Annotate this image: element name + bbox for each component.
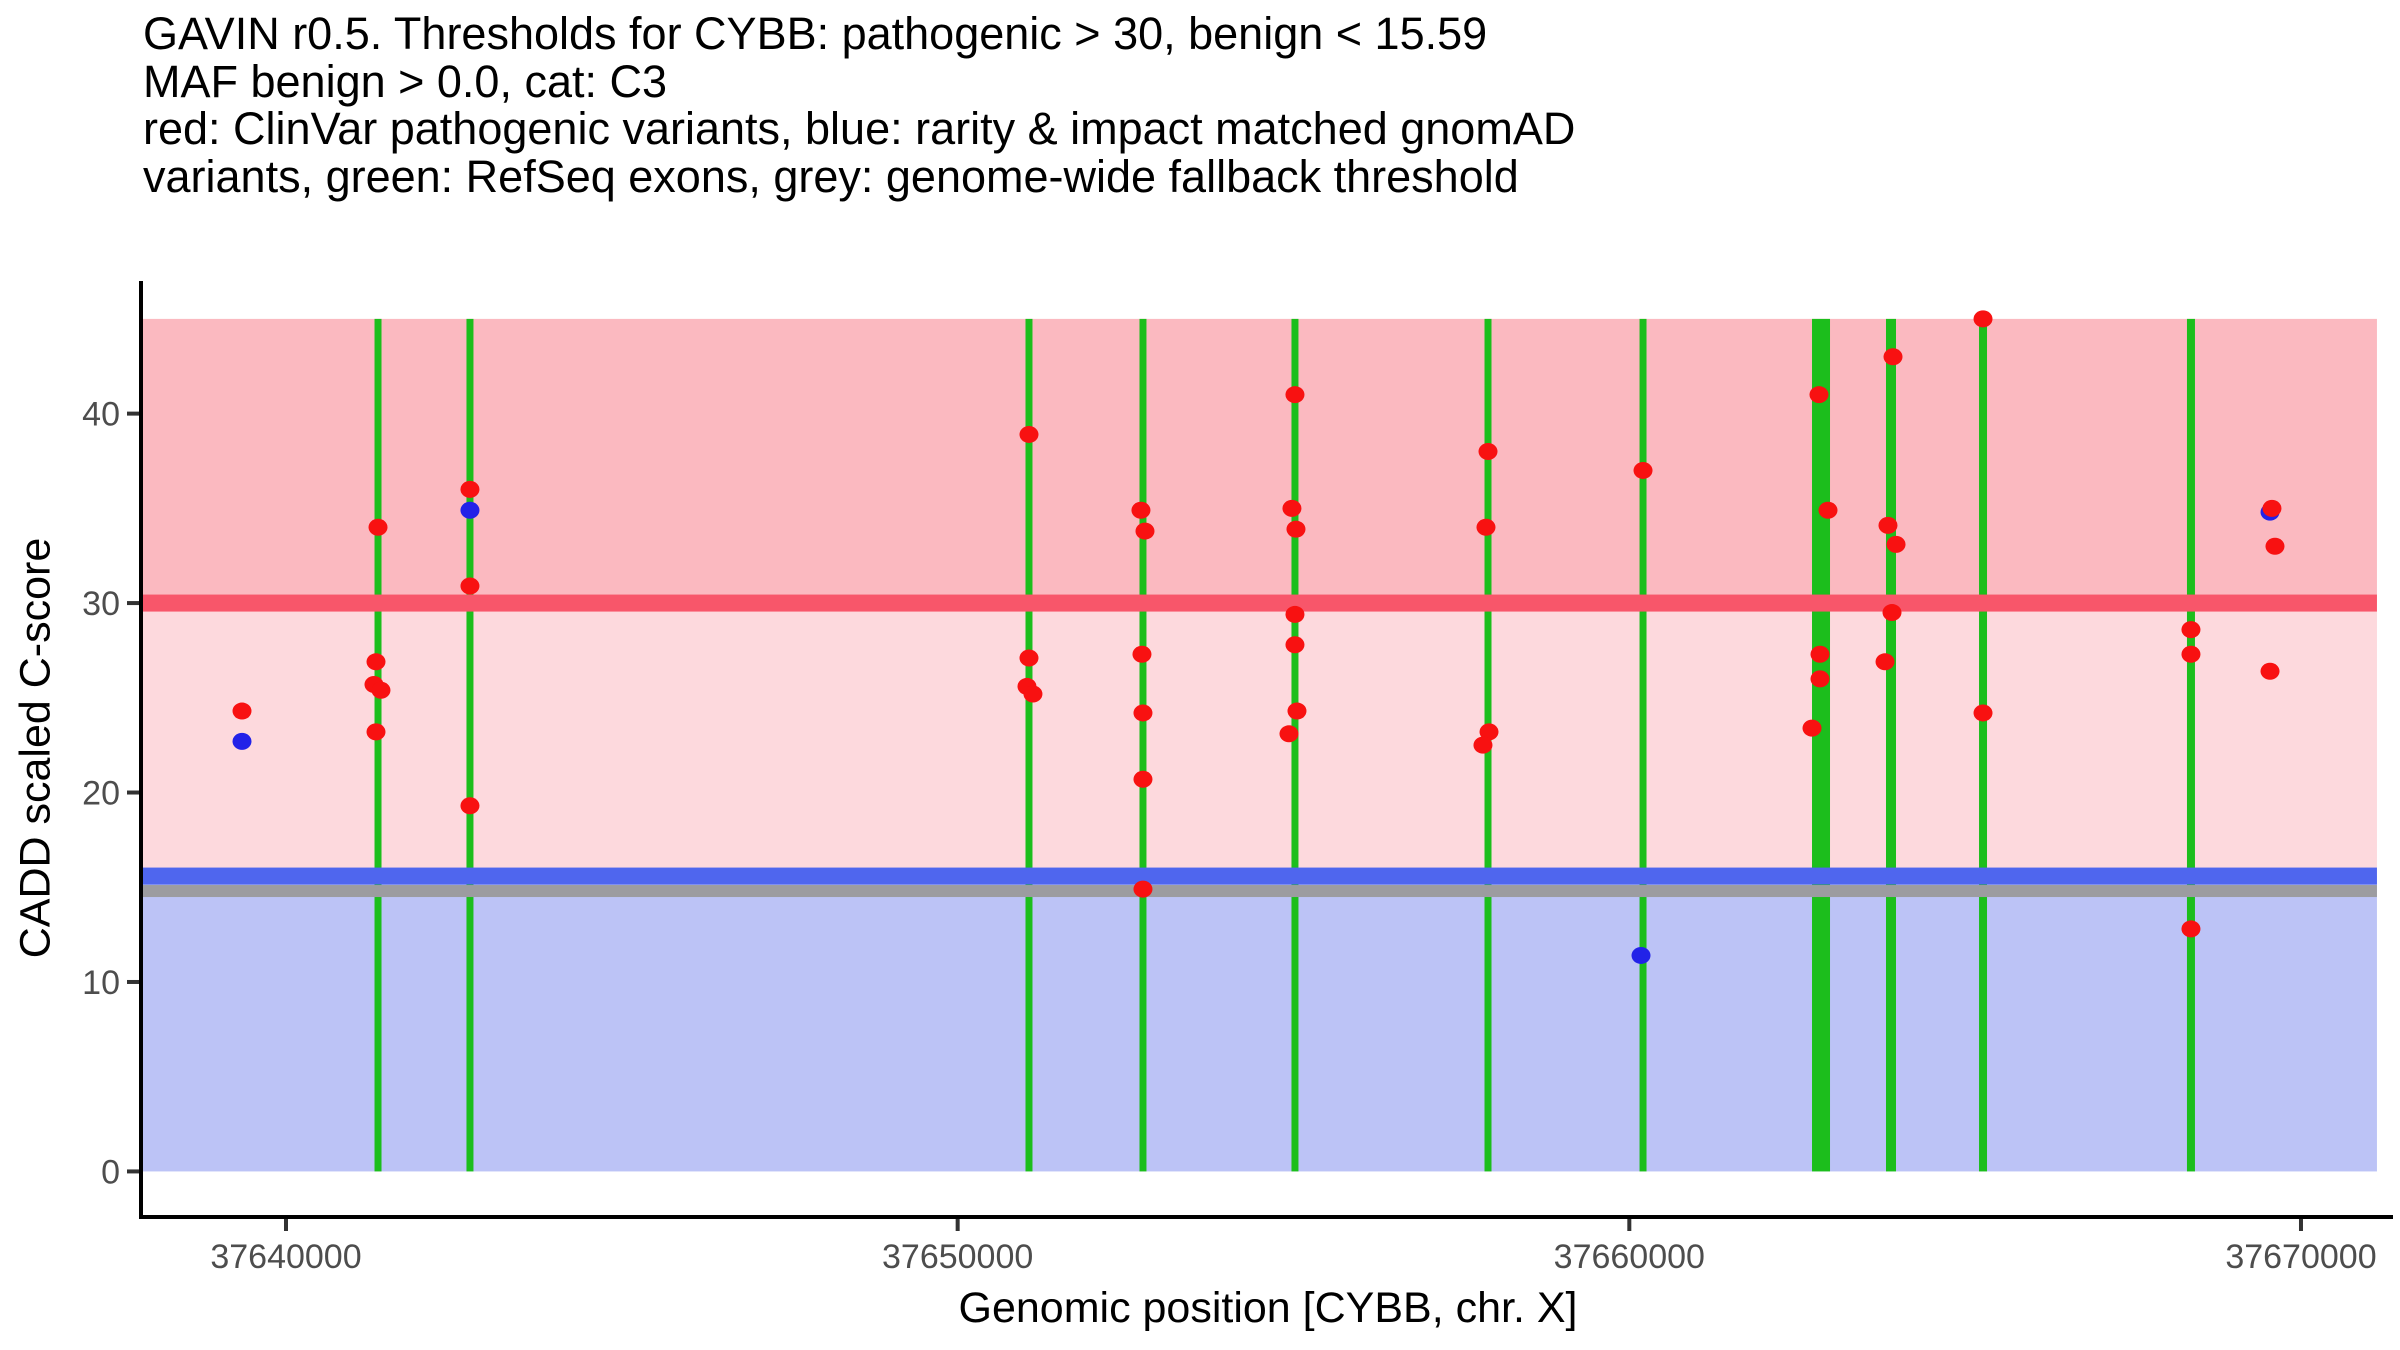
exon-line — [2186, 318, 2195, 1172]
clinvar-variant-point — [1133, 880, 1153, 898]
clinvar-variant-point — [1883, 348, 1903, 366]
fallback-threshold-line — [143, 885, 2377, 898]
clinvar-variant-point — [2260, 662, 2280, 680]
clinvar-variant-point — [2181, 920, 2201, 938]
clinvar-variant-point — [1810, 645, 1830, 663]
clinvar-variant-point — [1285, 605, 1305, 623]
y-tick-mark — [127, 979, 139, 984]
clinvar-variant-point — [460, 577, 480, 595]
y-axis-title: CADD scaled C-score — [11, 537, 60, 959]
clinvar-variant-point — [366, 653, 386, 671]
clinvar-variant-point — [460, 797, 480, 815]
clinvar-variant-point — [1019, 425, 1039, 443]
clinvar-variant-point — [1019, 649, 1039, 667]
exon-line — [466, 318, 474, 1172]
clinvar-variant-point — [1279, 725, 1299, 743]
x-tick-mark — [283, 1219, 288, 1231]
exon-line — [1639, 318, 1647, 1172]
clinvar-variant-point — [1133, 704, 1153, 722]
pathogenic-threshold-line — [143, 594, 2377, 612]
y-tick-mark — [127, 601, 139, 606]
clinvar-variant-point — [1973, 310, 1993, 328]
clinvar-variant-point — [1132, 645, 1152, 663]
y-tick-mark — [127, 790, 139, 795]
clinvar-variant-point — [2181, 645, 2201, 663]
plot-title: GAVIN r0.5. Thresholds for CYBB: pathoge… — [143, 10, 1575, 200]
exon-line — [1025, 318, 1033, 1172]
x-axis-title: Genomic position [CYBB, chr. X] — [958, 1284, 1578, 1332]
clinvar-variant-point — [1809, 386, 1829, 404]
y-tick-label: 0 — [101, 1153, 120, 1191]
clinvar-variant-point — [1473, 736, 1493, 754]
x-tick-mark — [1627, 1219, 1632, 1231]
clinvar-variant-point — [2265, 537, 2285, 555]
clinvar-variant-point — [1802, 719, 1822, 737]
x-tick-label: 37670000 — [2225, 1238, 2376, 1276]
region-benign — [143, 876, 2377, 1172]
x-axis-line — [139, 1215, 2393, 1219]
clinvar-variant-point — [1882, 604, 1902, 622]
clinvar-variant-point — [1131, 501, 1151, 519]
y-tick-mark — [127, 411, 139, 416]
clinvar-variant-point — [1810, 670, 1830, 688]
clinvar-variant-point — [1973, 704, 1993, 722]
gnomad-variant-point — [1631, 946, 1651, 964]
clinvar-variant-point — [460, 480, 480, 498]
x-tick-label: 37640000 — [210, 1238, 361, 1276]
benign-threshold-line — [143, 867, 2377, 885]
clinvar-variant-point — [1282, 499, 1302, 517]
y-tick-label: 20 — [82, 775, 120, 813]
clinvar-variant-point — [1286, 520, 1306, 538]
clinvar-variant-point — [1479, 723, 1499, 741]
y-tick-label: 40 — [82, 396, 120, 434]
x-tick-label: 37660000 — [1554, 1238, 1705, 1276]
y-tick-label: 10 — [82, 964, 120, 1002]
plot-title-line-3: red: ClinVar pathogenic variants, blue: … — [143, 103, 1576, 154]
clinvar-variant-point — [1478, 443, 1498, 461]
clinvar-variant-point — [1285, 386, 1305, 404]
clinvar-variant-point — [1633, 461, 1653, 479]
clinvar-variant-point — [366, 723, 386, 741]
gnomad-variant-point — [460, 501, 480, 519]
region-uncertain — [143, 603, 2377, 877]
clinvar-variant-point — [1285, 636, 1305, 654]
x-tick-mark — [955, 1219, 960, 1231]
plot-title-line-2: MAF benign > 0.0, cat: C3 — [143, 55, 668, 107]
clinvar-variant-point — [2262, 499, 2282, 517]
y-tick-mark — [127, 1169, 139, 1174]
clinvar-variant-point — [1878, 516, 1898, 534]
clinvar-variant-point — [1287, 702, 1307, 720]
y-tick-label: 30 — [82, 585, 120, 623]
region-pathogenic — [143, 318, 2377, 604]
clinvar-variant-point — [1886, 535, 1906, 553]
exon-line — [1885, 318, 1897, 1172]
exon-line — [374, 318, 382, 1172]
clinvar-variant-point — [2181, 621, 2201, 639]
exon-line — [1979, 318, 1988, 1172]
x-tick-label: 37650000 — [882, 1238, 1033, 1276]
plot-title-line-1: GAVIN r0.5. Thresholds for CYBB: pathoge… — [143, 8, 1488, 59]
clinvar-variant-point — [1818, 501, 1838, 519]
clinvar-variant-point — [1133, 770, 1153, 788]
clinvar-variant-point — [1875, 653, 1895, 671]
clinvar-variant-point — [1135, 522, 1155, 540]
exon-line — [1291, 318, 1299, 1172]
exon-line — [1139, 318, 1147, 1172]
exon-line — [1812, 318, 1831, 1172]
clinvar-variant-point — [1023, 685, 1043, 703]
y-axis-line — [139, 281, 143, 1219]
clinvar-variant-point — [371, 681, 391, 699]
plot-title-line-4: variants, green: RefSeq exons, grey: gen… — [143, 150, 1519, 202]
x-tick-mark — [2298, 1219, 2303, 1231]
gnomad-variant-point — [232, 732, 252, 750]
clinvar-variant-point — [232, 702, 252, 720]
clinvar-variant-point — [1476, 518, 1496, 536]
clinvar-variant-point — [368, 518, 388, 536]
